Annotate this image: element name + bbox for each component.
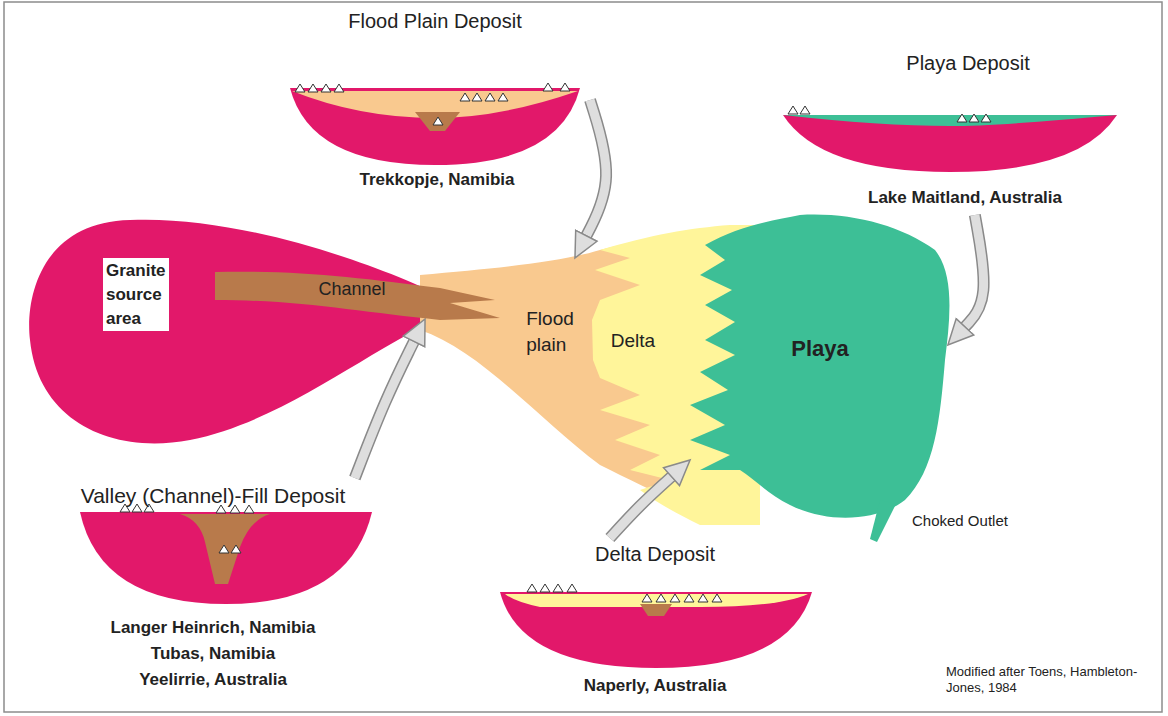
mineral-triangle xyxy=(433,117,443,125)
playa-region: Playa xyxy=(685,205,960,550)
section-heading: Valley (Channel)-Fill Deposit xyxy=(81,484,346,508)
cross-section: Valley (Channel)-Fill DepositLanger Hein… xyxy=(25,478,405,700)
locality-name: Tubas, Namibia xyxy=(151,644,275,664)
locality-name: Langer Heinrich, Namibia xyxy=(111,618,316,638)
mineral-triangle xyxy=(460,93,470,101)
shape-fill xyxy=(80,512,372,604)
shape-fill xyxy=(870,500,896,542)
shape-fill xyxy=(180,514,270,584)
node-shape xyxy=(25,212,455,462)
shape-fill xyxy=(640,604,672,616)
shape-fill xyxy=(500,592,812,668)
locality-name: Naperly, Australia xyxy=(584,676,727,696)
mineral-triangle xyxy=(219,545,229,553)
mineral-triangle xyxy=(670,594,680,602)
shape-fill xyxy=(690,215,949,518)
region-label: Delta xyxy=(611,330,655,352)
shape-fill xyxy=(783,115,1117,172)
node-shape xyxy=(25,478,405,700)
source-note: Modified after Toens, Hambleton-Jones, 1… xyxy=(946,664,1161,697)
arrow-outline xyxy=(610,477,672,538)
shape-fill xyxy=(783,115,1117,126)
mineral-triangle xyxy=(567,584,577,592)
mineral-triangle xyxy=(788,106,798,114)
mineral-triangle xyxy=(540,584,550,592)
section-heading: Playa Deposit xyxy=(906,52,1029,75)
block-arrow xyxy=(586,100,606,236)
arrow-outline xyxy=(355,341,414,478)
region-label: Flood plain xyxy=(526,306,574,357)
arrow-body xyxy=(610,477,672,538)
mineral-triangle xyxy=(642,594,652,602)
mineral-triangle xyxy=(800,106,810,114)
mineral-triangle xyxy=(684,594,694,602)
arrow-outline xyxy=(586,100,606,236)
cross-section: Delta DepositNaperly, Australia xyxy=(495,538,815,698)
arrow-body xyxy=(586,100,606,236)
mineral-triangle xyxy=(498,93,508,101)
locality-name: Trekkopje, Namibia xyxy=(360,170,515,190)
mineral-triangle xyxy=(712,594,722,602)
cross-section: Flood Plain DepositTrekkopje, Namibia xyxy=(285,5,595,195)
granite-source-area: Granite source area xyxy=(25,212,455,462)
mineral-triangle xyxy=(485,93,495,101)
outlet-label: Choked Outlet xyxy=(912,512,1008,531)
mineral-triangle xyxy=(231,545,241,553)
mineral-triangle xyxy=(321,84,331,92)
mineral-triangle xyxy=(543,83,553,91)
section-heading: Delta Deposit xyxy=(595,543,715,566)
block-arrow xyxy=(610,477,672,538)
mineral-triangle xyxy=(969,114,979,122)
locality-name: Lake Maitland, Australia xyxy=(868,188,1062,208)
region-label: Channel xyxy=(318,279,385,300)
arrow-outline xyxy=(965,215,984,327)
shape-fill xyxy=(290,88,580,165)
block-arrow xyxy=(355,341,414,478)
section-heading: Flood Plain Deposit xyxy=(348,10,521,33)
mineral-triangle xyxy=(560,83,570,91)
block-arrow xyxy=(965,215,984,327)
frame-rect xyxy=(4,2,1162,712)
mineral-triangle xyxy=(334,84,344,92)
mineral-triangle xyxy=(981,114,991,122)
shape-fill xyxy=(415,112,460,131)
node-shape xyxy=(285,5,595,195)
cross-section: Playa DepositLake Maitland, Australia xyxy=(775,45,1125,215)
node-shape xyxy=(685,205,960,550)
region-label: Playa xyxy=(791,336,849,361)
mineral-triangle xyxy=(698,594,708,602)
region-label: Granite source area xyxy=(103,258,169,331)
arrow-body xyxy=(965,215,984,327)
mineral-triangle xyxy=(656,594,666,602)
arrow-body xyxy=(355,341,414,478)
locality-name: Yeelirrie, Australia xyxy=(139,670,287,690)
mineral-triangle xyxy=(472,93,482,101)
mineral-triangle xyxy=(527,584,537,592)
channel-region: Channel xyxy=(210,265,505,325)
mineral-triangle xyxy=(553,584,563,592)
mineral-triangle xyxy=(295,84,305,92)
mineral-triangle xyxy=(957,114,967,122)
mineral-triangle xyxy=(308,84,318,92)
